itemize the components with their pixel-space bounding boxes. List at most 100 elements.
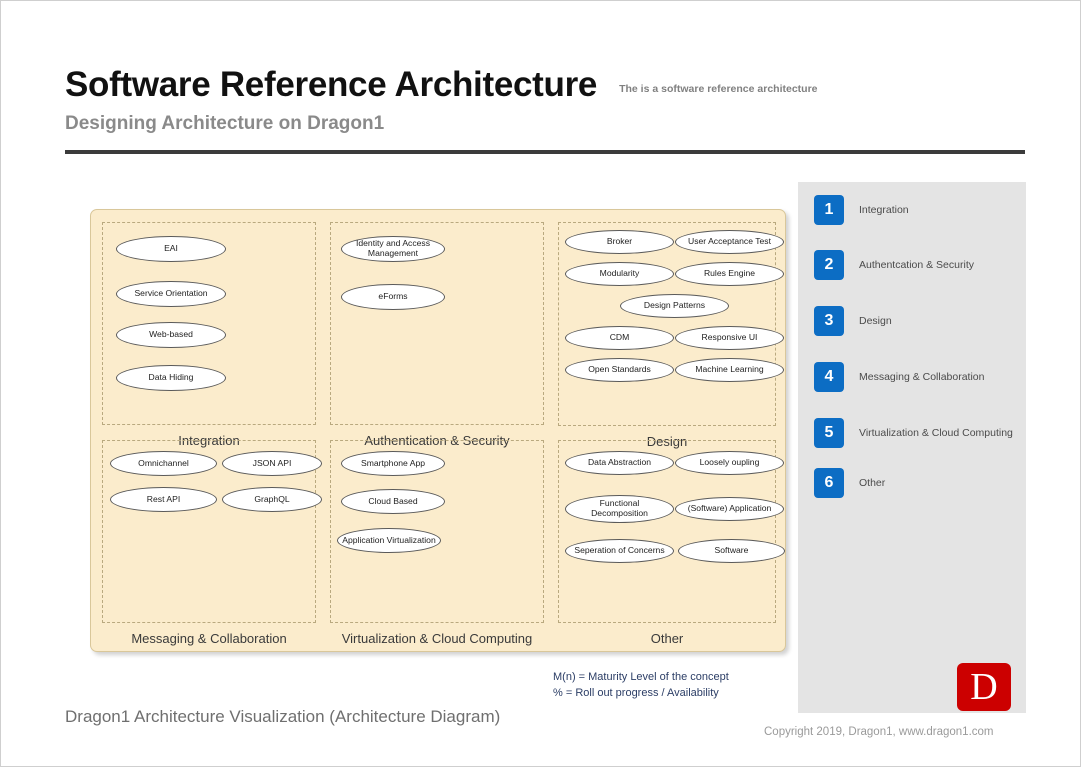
- concept-label: EAI: [164, 243, 178, 254]
- concept-label: Data Hiding: [148, 372, 194, 383]
- legend-badge: 5: [814, 418, 844, 448]
- concept-label: Open Standards: [588, 364, 651, 375]
- concept-label: Rest API: [146, 493, 181, 504]
- concept-node[interactable]: CDM: [565, 326, 674, 350]
- concept-node[interactable]: Design Patterns: [620, 294, 729, 318]
- dragon1-logo: D: [957, 663, 1011, 711]
- concept-node[interactable]: Service Orientation: [116, 281, 226, 307]
- concept-node[interactable]: Rest API: [110, 487, 217, 512]
- concept-node[interactable]: EAI: [116, 236, 226, 262]
- concept-label: Modularity: [599, 268, 640, 279]
- concept-label: Data Abstraction: [587, 457, 652, 468]
- concept-node[interactable]: eForms: [341, 284, 445, 310]
- concept-node[interactable]: Modularity: [565, 262, 674, 286]
- concept-node[interactable]: Identity and Access Management: [341, 236, 445, 262]
- group-label: Other: [650, 631, 684, 646]
- concept-label: Cloud Based: [368, 495, 418, 506]
- concept-node[interactable]: Seperation of Concerns: [565, 539, 674, 563]
- concept-label: Omnichannel: [138, 457, 189, 468]
- group-label: Messaging & Collaboration: [131, 631, 287, 646]
- concept-label: JSON API: [252, 457, 292, 468]
- concept-node[interactable]: Loosely oupling: [675, 451, 784, 475]
- concept-node[interactable]: Data Abstraction: [565, 451, 674, 475]
- concept-node[interactable]: GraphQL: [222, 487, 322, 512]
- legend-panel: 1 Integration 2 Authentcation & Security…: [798, 182, 1026, 713]
- concept-node[interactable]: Application Virtualization: [337, 528, 441, 553]
- concept-label: Loosely oupling: [699, 457, 760, 468]
- concept-node[interactable]: Responsive UI: [675, 326, 784, 350]
- legend-item-other[interactable]: 6 Other: [814, 468, 885, 498]
- concept-label: Machine Learning: [695, 364, 764, 375]
- page-header: Software Reference Architecture The is a…: [65, 65, 1025, 135]
- group-other: Data Abstraction Loosely oupling Functio…: [558, 440, 785, 646]
- concept-node[interactable]: Functional Decomposition: [565, 495, 674, 523]
- group-label: Virtualization & Cloud Computing: [341, 631, 533, 646]
- group-label: Design: [646, 434, 688, 449]
- legend-badge: 2: [814, 250, 844, 280]
- legend-label: Integration: [859, 204, 909, 216]
- concept-node[interactable]: Software: [678, 539, 785, 563]
- group-virtualization-cloud-computing: Smartphone App Cloud Based Application V…: [330, 440, 544, 646]
- concept-label: Application Virtualization: [342, 534, 436, 545]
- concept-label: Service Orientation: [134, 288, 208, 299]
- footnote-rollout: % = Roll out progress / Availability: [553, 686, 719, 699]
- group-box: [558, 440, 776, 623]
- concept-node[interactable]: Broker: [565, 230, 674, 254]
- concept-node[interactable]: Omnichannel: [110, 451, 217, 476]
- concept-label: Smartphone App: [360, 457, 426, 468]
- concept-label: Responsive UI: [701, 332, 758, 343]
- title-note: The is a software reference architecture: [619, 82, 818, 95]
- legend-item-authentication-security[interactable]: 2 Authentcation & Security: [814, 250, 974, 280]
- legend-badge: 1: [814, 195, 844, 225]
- legend-label: Authentcation & Security: [859, 259, 974, 271]
- legend-item-messaging-collaboration[interactable]: 4 Messaging & Collaboration: [814, 362, 985, 392]
- concept-node[interactable]: (Software) Application: [675, 497, 784, 521]
- group-integration: EAI Service Orientation Web-based Data H…: [102, 222, 316, 448]
- group-authentication-security: Identity and Access Management eForms Au…: [330, 222, 544, 448]
- page-title: Software Reference Architecture: [65, 65, 598, 104]
- concept-node[interactable]: Open Standards: [565, 358, 674, 382]
- footer-caption: Dragon1 Architecture Visualization (Arch…: [65, 707, 501, 726]
- concept-label: (Software) Application: [687, 503, 772, 514]
- concept-label: User Acceptance Test: [688, 236, 771, 247]
- legend-label: Other: [859, 477, 886, 489]
- group-box: [330, 222, 544, 425]
- concept-label: Web-based: [149, 329, 193, 340]
- concept-node[interactable]: Web-based: [116, 322, 226, 348]
- concept-label: Functional Decomposition: [591, 498, 648, 518]
- concept-node[interactable]: Data Hiding: [116, 365, 226, 391]
- legend-badge: 6: [814, 468, 844, 498]
- concept-label: Software: [714, 545, 749, 556]
- concept-label: Broker: [606, 236, 633, 247]
- legend-badge: 4: [814, 362, 844, 392]
- legend-item-integration[interactable]: 1 Integration: [814, 195, 909, 225]
- group-box: [330, 440, 544, 623]
- concept-node[interactable]: JSON API: [222, 451, 322, 476]
- page-subtitle: Designing Architecture on Dragon1: [65, 112, 385, 134]
- diagram-canvas: EAI Service Orientation Web-based Data H…: [90, 209, 786, 652]
- footnote-maturity: M(n) = Maturity Level of the concept: [553, 671, 729, 683]
- concept-label: Design Patterns: [643, 300, 706, 311]
- header-divider: [65, 150, 1025, 154]
- legend-label: Messaging & Collaboration: [859, 371, 985, 383]
- concept-node[interactable]: User Acceptance Test: [675, 230, 784, 254]
- legend-label: Virtualization & Cloud Computing: [859, 427, 1013, 439]
- legend-item-virtualization-cloud-computing[interactable]: 5 Virtualization & Cloud Computing: [814, 418, 1013, 448]
- legend-item-design[interactable]: 3 Design: [814, 306, 892, 336]
- group-box: [102, 440, 316, 623]
- group-box: [102, 222, 316, 425]
- concept-node[interactable]: Cloud Based: [341, 489, 445, 514]
- concept-label: Seperation of Concerns: [574, 545, 665, 556]
- concept-label: GraphQL: [254, 493, 290, 504]
- concept-node[interactable]: Smartphone App: [341, 451, 445, 476]
- copyright-text: Copyright 2019, Dragon1, www.dragon1.com: [764, 726, 994, 738]
- title-row: Software Reference Architecture The is a…: [65, 65, 1025, 104]
- group-messaging-collaboration: Omnichannel JSON API Rest API GraphQL Me…: [102, 440, 322, 646]
- concept-node[interactable]: Machine Learning: [675, 358, 784, 382]
- concept-node[interactable]: Rules Engine: [675, 262, 784, 286]
- legend-label: Design: [859, 315, 892, 327]
- concept-label: CDM: [609, 332, 630, 343]
- concept-label: eForms: [378, 291, 408, 302]
- legend-badge: 3: [814, 306, 844, 336]
